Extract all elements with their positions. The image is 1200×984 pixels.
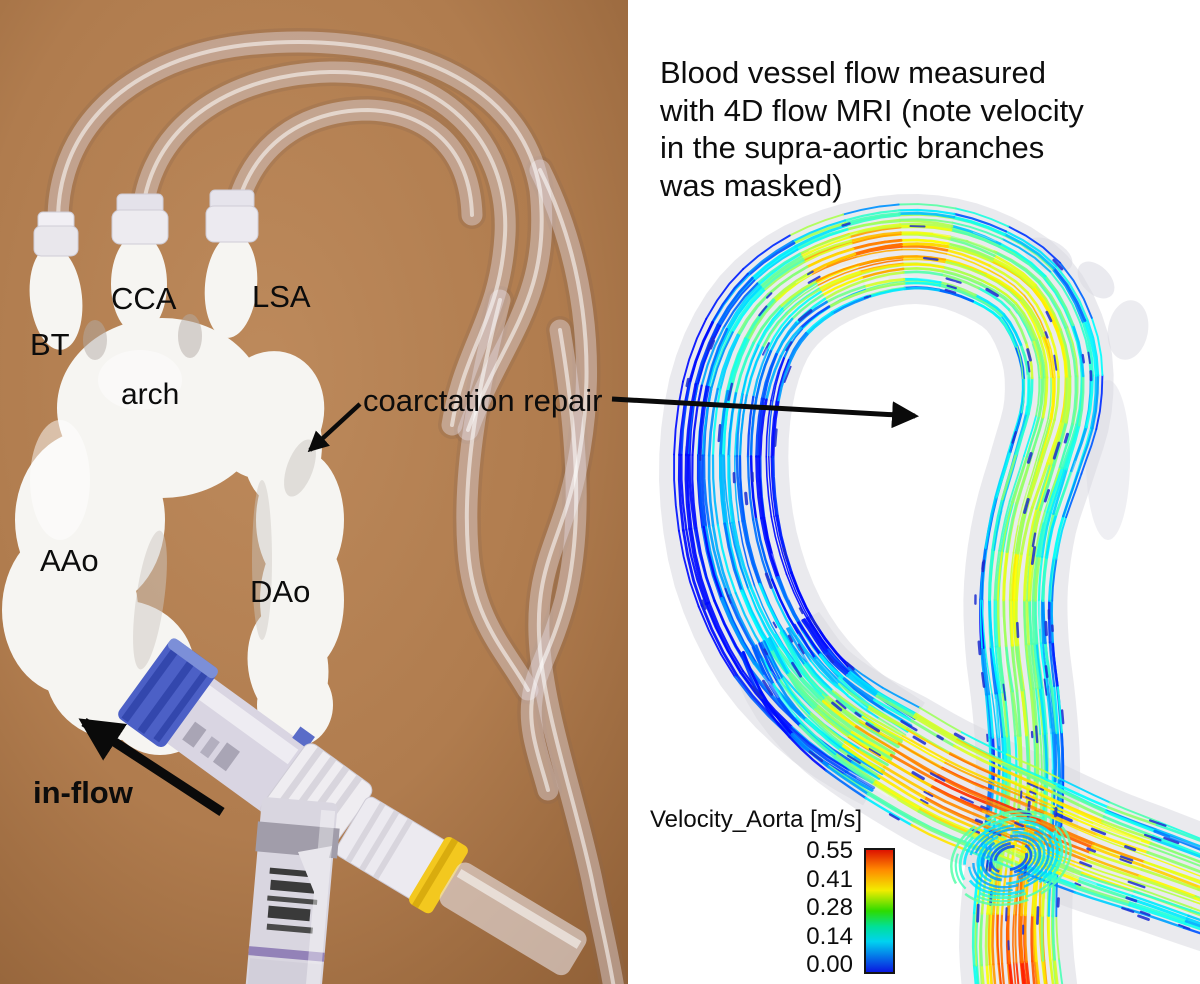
colorbar-tick: 0.28 xyxy=(806,894,853,921)
mri-caption: Blood vessel flow measured with 4D flow … xyxy=(660,54,1084,204)
inflow-fitting-assembly xyxy=(118,638,587,984)
inflow-arrow xyxy=(78,718,225,816)
photo-arrows xyxy=(78,402,362,816)
mri-caption-line: was masked) xyxy=(660,167,843,203)
model-shading xyxy=(30,314,316,670)
clear-tubing-loops xyxy=(44,28,628,984)
label-aao: AAo xyxy=(40,543,99,578)
label-lsa: LSA xyxy=(252,279,311,314)
colorbar-tick: 0.41 xyxy=(806,865,853,893)
label-bt: BT xyxy=(30,327,70,362)
colorbar-title: Velocity_Aorta [m/s] xyxy=(650,806,863,833)
label-cca: CCA xyxy=(111,281,177,316)
mri-caption-line: in the supra-aortic branches xyxy=(660,130,1045,165)
branch-connectors xyxy=(33,189,259,257)
coarctation-arrow-left xyxy=(307,402,362,453)
label-arch: arch xyxy=(121,378,180,411)
mri-caption-line: Blood vessel flow measured xyxy=(660,55,1046,90)
label-coarctation-repair: coarctation repair xyxy=(363,383,603,418)
label-dao: DAo xyxy=(250,574,311,609)
mri-caption-line: with 4D flow MRI (note velocity xyxy=(660,92,1084,128)
colorbar-tick: 0.55 xyxy=(806,837,853,864)
phantom-photo-panel: BT CCA LSA arch AAo DAo in-flow xyxy=(0,0,628,984)
printed-aorta-model xyxy=(2,234,344,755)
flow-streamlines-visualization xyxy=(659,194,1200,984)
mri-flow-panel: Blood vessel flow measured with 4D flow … xyxy=(628,0,1200,984)
colorbar-tick: 0.14 xyxy=(806,922,853,950)
phantom-photo-illustration xyxy=(0,0,628,984)
colorbar-gradient xyxy=(864,848,895,974)
colorbar-tick: 0.00 xyxy=(806,951,853,978)
label-inflow: in-flow xyxy=(33,775,133,810)
